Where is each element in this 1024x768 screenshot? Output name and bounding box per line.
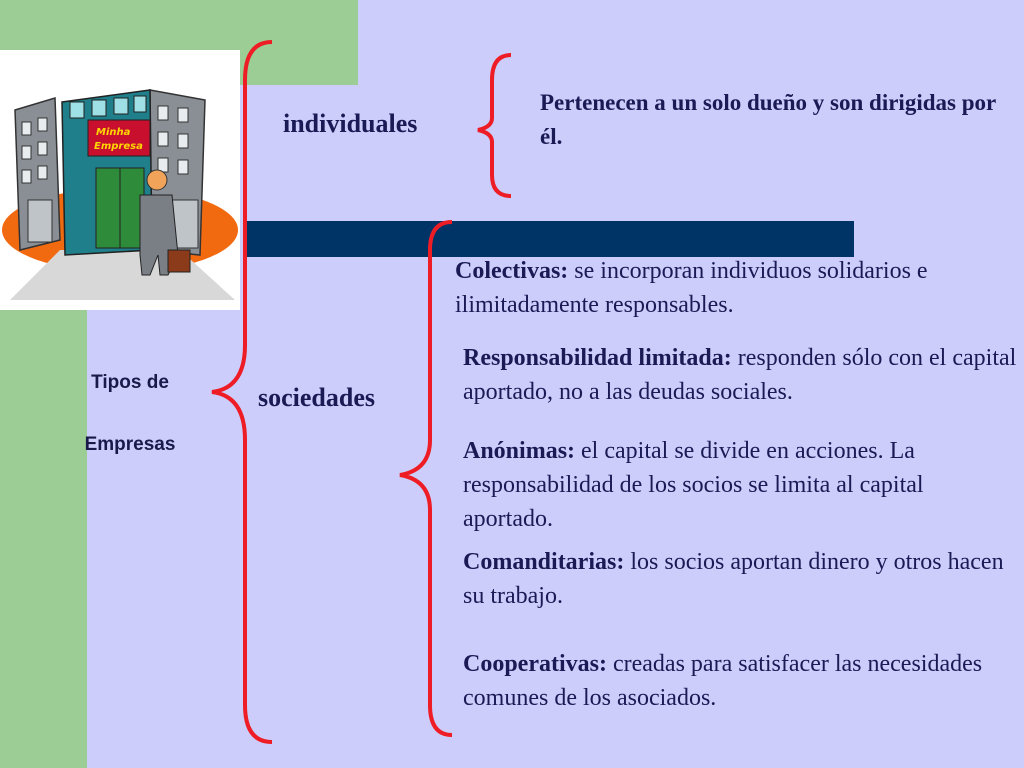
clipart-sign-line2: Empresa bbox=[94, 141, 143, 152]
sociedades-label: sociedades bbox=[258, 383, 375, 412]
type-text: responden sólo con el capital aportado, … bbox=[463, 345, 1017, 405]
clipart-sign-line1: Minha bbox=[96, 127, 131, 138]
sociedad-type-comanditarias: Comanditarias: los socios aportan dinero… bbox=[463, 545, 1018, 613]
slide-title: Tipos de Empresas bbox=[40, 352, 220, 476]
slide-title-line2: Empresas bbox=[84, 434, 176, 455]
divider-bar bbox=[245, 221, 854, 257]
type-text: creadas para satisfacer las necesidades … bbox=[463, 651, 983, 711]
type-name: Responsabilidad limitada: bbox=[463, 345, 732, 371]
slide-title-line1: Tipos de bbox=[91, 372, 169, 393]
type-name: Colectivas: bbox=[455, 258, 569, 284]
type-text: se incorporan individuos solidarios e il… bbox=[455, 258, 928, 318]
type-name: Anónimas: bbox=[463, 438, 576, 464]
company-clipart: Minha Empresa bbox=[0, 50, 240, 310]
company-building-illustration: Minha Empresa bbox=[2, 89, 238, 300]
sociedad-type-cooperativas: Cooperativas: creadas para satisfacer la… bbox=[463, 647, 1018, 715]
sociedad-type-colectivas: Colectivas: se incorporan individuos sol… bbox=[455, 254, 1015, 322]
type-text: los socios aportan dinero y otros hacen … bbox=[463, 549, 1004, 609]
type-name: Comanditarias: bbox=[463, 549, 625, 575]
type-name: Cooperativas: bbox=[463, 651, 607, 677]
individuales-description: Pertenecen a un solo dueño y son dirigid… bbox=[540, 90, 996, 149]
sociedad-type-responsabilidad-limitada: Responsabilidad limitada: responden sólo… bbox=[463, 341, 1018, 409]
individuales-label: individuales bbox=[283, 109, 418, 138]
sociedad-type-anonimas: Anónimas: el capital se divide en accion… bbox=[463, 434, 1018, 536]
type-text: el capital se divide en acciones. La res… bbox=[463, 438, 924, 532]
